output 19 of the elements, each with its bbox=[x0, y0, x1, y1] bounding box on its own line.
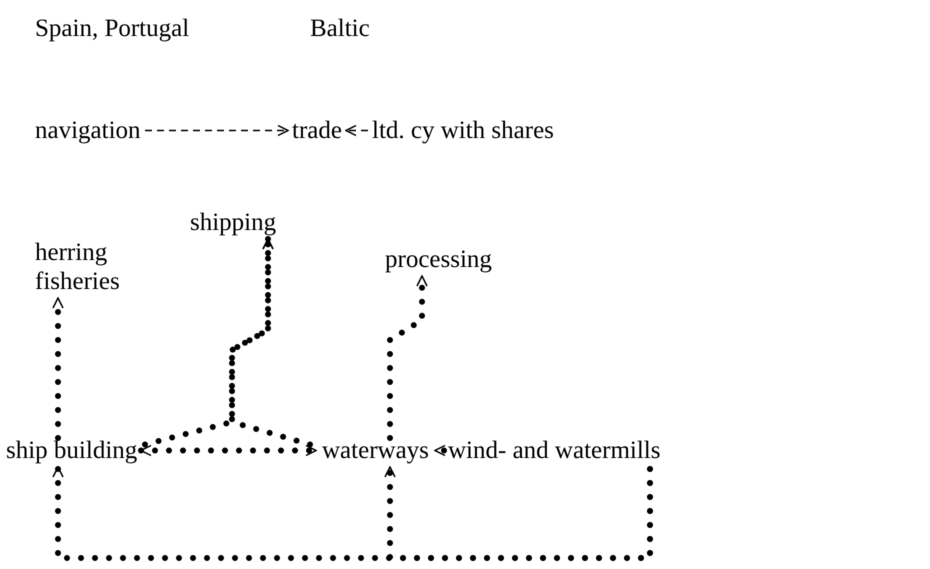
dotted-arrow bbox=[432, 444, 447, 456]
node-label: trade bbox=[292, 116, 342, 145]
dotted-arrow bbox=[138, 444, 319, 456]
node-label: Spain, Portugal bbox=[35, 14, 190, 43]
node-label: processing bbox=[385, 245, 492, 274]
dashed-arrow bbox=[345, 124, 368, 136]
node-label: wind- and watermills bbox=[448, 436, 660, 465]
dotted-arrow bbox=[142, 236, 274, 448]
dotted-arrow bbox=[384, 464, 653, 561]
node-label: herring fisheries bbox=[35, 238, 145, 296]
node-label: shipping bbox=[190, 208, 276, 237]
dashed-arrow bbox=[145, 124, 289, 136]
node-label: Baltic bbox=[310, 14, 370, 43]
dotted-arrow bbox=[52, 295, 64, 441]
dotted-arrow bbox=[387, 273, 428, 441]
node-label: waterways bbox=[322, 436, 429, 465]
node-label: navigation bbox=[35, 116, 141, 145]
node-label: ship building bbox=[6, 436, 138, 465]
node-label: ltd. cy with shares bbox=[372, 116, 554, 145]
